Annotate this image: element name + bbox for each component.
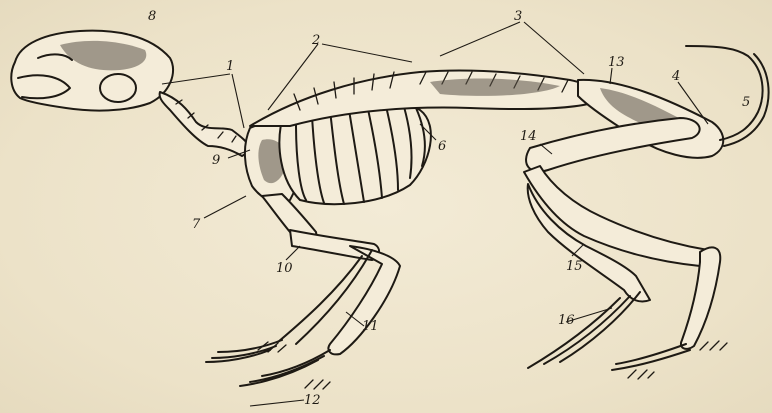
leader-10 (286, 246, 300, 260)
skull (11, 31, 173, 111)
label-2: 2 (311, 33, 320, 48)
label-8: 8 (148, 9, 156, 24)
label-1: 1 (226, 59, 234, 74)
label-16: 16 (558, 313, 575, 328)
label-6: 6 (438, 139, 446, 154)
label-13: 13 (608, 55, 625, 70)
leader-13 (610, 68, 612, 84)
label-3: 3 (514, 9, 522, 24)
label-7: 7 (192, 217, 201, 232)
forelimb (206, 194, 400, 386)
label-4: 4 (671, 69, 680, 84)
label-14: 14 (520, 129, 537, 144)
leader-12 (250, 400, 304, 406)
leader-7 (204, 196, 246, 218)
leader-1b (232, 74, 244, 128)
label-10: 10 (276, 261, 293, 276)
label-9: 9 (212, 153, 220, 168)
leader-3 (440, 22, 520, 56)
labels: 8 1 2 3 13 4 5 6 9 7 10 11 12 14 15 16 (148, 9, 750, 408)
label-5: 5 (742, 95, 750, 110)
label-15: 15 (566, 259, 583, 274)
label-11: 11 (362, 319, 379, 334)
leader-2b (322, 44, 412, 62)
label-12: 12 (304, 393, 321, 408)
leader-3b (524, 22, 584, 74)
